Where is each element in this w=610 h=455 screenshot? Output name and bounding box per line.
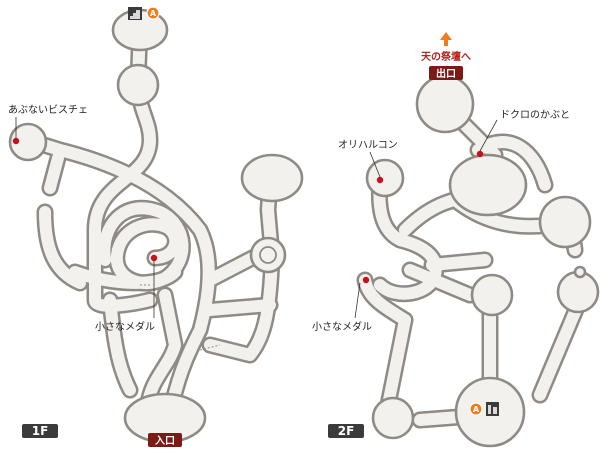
destination-label: 天の祭壇へ	[421, 50, 471, 63]
room-2f-mid	[470, 273, 514, 317]
floor-1f-map	[8, 8, 304, 444]
svg-text:A: A	[473, 405, 480, 414]
treasure-label-bisuche: あぶないビスチェ	[8, 104, 88, 116]
room-2f-nub	[573, 265, 587, 279]
room-1f-bisuche	[8, 122, 48, 162]
treasure-label-2f-medal: 小さなメダル	[312, 320, 372, 333]
treasure-label-skull-helm: ドクロのかぶと	[500, 109, 570, 121]
up-arrow-icon	[440, 32, 452, 46]
treasure-dot	[376, 176, 384, 184]
floor-2f-map	[356, 74, 600, 448]
floor-badge-1f: 1F	[22, 424, 58, 438]
treasure-label-orichalcum: オリハルコン	[338, 139, 398, 151]
svg-text:入口: 入口	[155, 435, 175, 447]
stairs-icon	[128, 7, 142, 20]
warp-marker-a-2f: A	[469, 402, 483, 416]
room-2f-orichalcum	[365, 158, 405, 198]
room-1f-upper	[116, 63, 160, 107]
room-2f-far-east	[556, 270, 600, 314]
stairs-icon	[486, 402, 499, 416]
room-2f-sw	[371, 396, 415, 440]
room-2f-skull	[448, 153, 528, 217]
svg-text:A: A	[150, 9, 157, 18]
svg-text:1F: 1F	[32, 424, 49, 438]
svg-text:出口: 出口	[436, 67, 456, 80]
warp-marker-a-1f: A	[146, 6, 160, 20]
room-1f-east	[240, 153, 304, 203]
room-2f-exit	[415, 74, 475, 134]
svg-text:2F: 2F	[338, 424, 355, 438]
treasure-dot	[12, 137, 20, 145]
treasure-label-1f-medal: 小さなメダル	[95, 320, 155, 333]
exit-tag: 出口	[429, 66, 463, 80]
floor-badge-2f: 2F	[328, 424, 364, 438]
room-2f-east	[538, 195, 592, 249]
treasure-dot	[476, 150, 484, 158]
entrance-tag: 入口	[148, 433, 182, 447]
treasure-dot	[150, 254, 158, 262]
treasure-dot	[362, 276, 370, 284]
